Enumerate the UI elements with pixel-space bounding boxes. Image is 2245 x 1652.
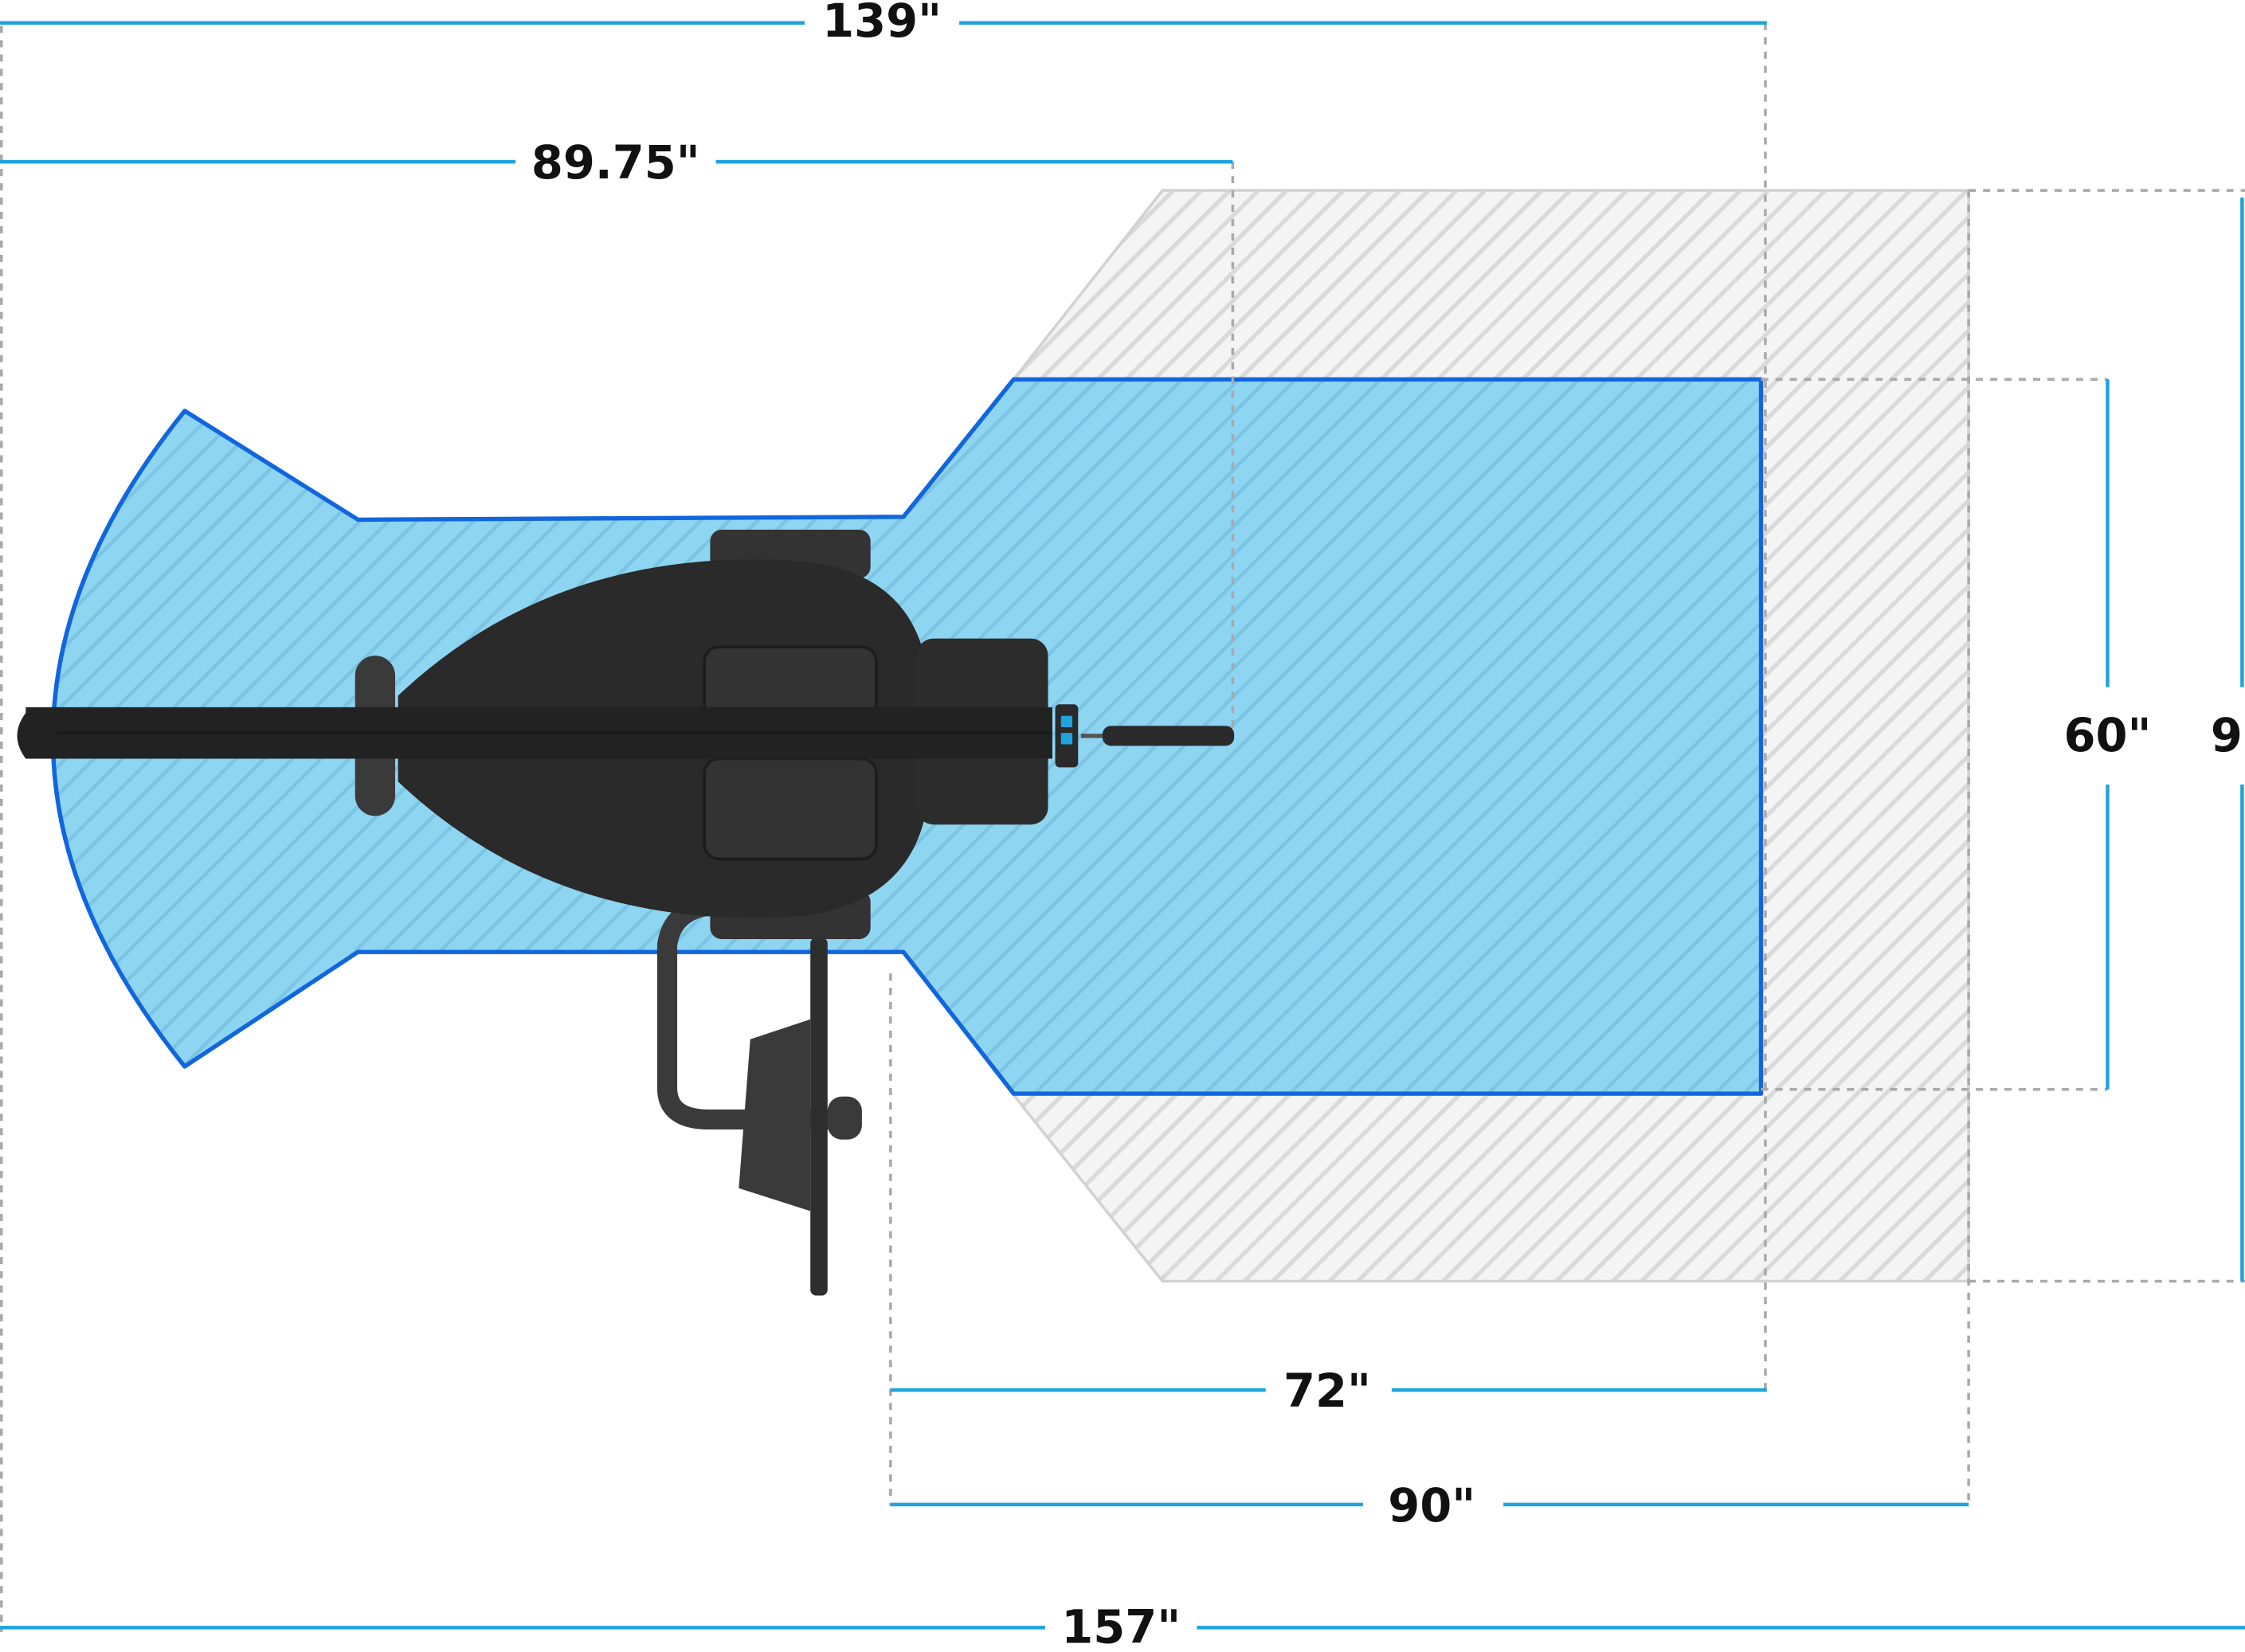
guide-lines bbox=[0, 22, 2245, 1632]
dimension-label-72: 72" bbox=[1283, 1364, 1371, 1418]
dimension-label-60: 60" bbox=[2063, 709, 2151, 762]
dimension-lines bbox=[0, 21, 2245, 1630]
rowing-machine bbox=[17, 529, 1235, 1296]
dimension-label-157: 157" bbox=[1061, 1601, 1181, 1652]
dimension-label-139: 139" bbox=[822, 0, 942, 48]
dimension-label-96: 96" bbox=[2211, 709, 2245, 762]
dimension-label-90: 90" bbox=[1388, 1479, 1475, 1533]
dimension-label-89-75: 89.75" bbox=[531, 136, 700, 190]
